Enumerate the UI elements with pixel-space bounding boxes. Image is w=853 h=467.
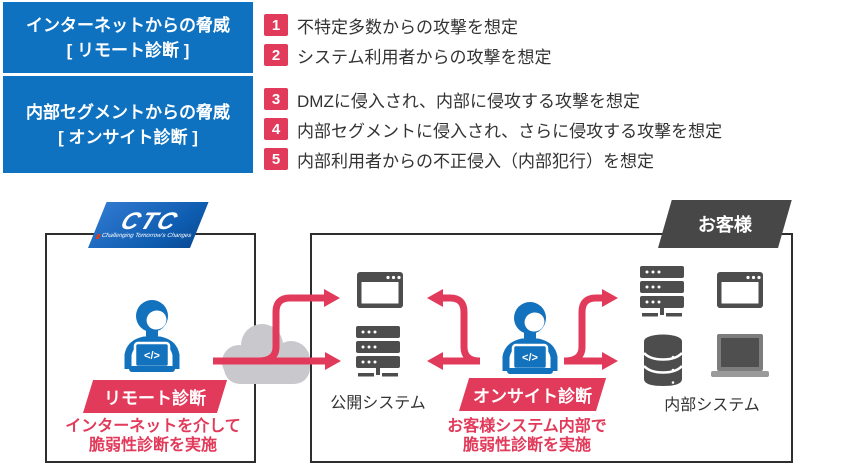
item-text: 内部利用者からの不正侵入（内部犯行）を想定 [297, 151, 654, 171]
list-item: 4 内部セグメントに侵入され、さらに侵攻する攻撃を想定 [264, 117, 722, 141]
internal-system-label: 内部システム [664, 397, 760, 414]
list-item: 2 システム利用者からの攻撃を想定 [264, 43, 552, 67]
threat-box-internet: インターネットからの脅威 [ リモート診断 ] [3, 2, 253, 73]
item-number-badge: 3 [264, 88, 288, 110]
list-item: 1 不特定多数からの攻撃を想定 [264, 13, 518, 37]
remote-diagnosis-ribbon: リモート診断 [83, 380, 228, 413]
remote-diagnosis-label: リモート診断 [104, 389, 207, 408]
onsite-diagnosis-ribbon: オンサイト診断 [459, 378, 607, 411]
ctc-logo-text: CTC [116, 207, 184, 235]
item-text: システム利用者からの攻撃を想定 [297, 47, 552, 67]
ctc-tagline: Challenging Tomorrow's Changes [100, 232, 193, 239]
threat-box-internal-title: 内部セグメントからの脅威 [26, 102, 230, 122]
public-system-label: 公開システム [330, 395, 426, 412]
item-number-badge: 5 [264, 148, 288, 170]
item-number-badge: 1 [264, 14, 288, 36]
item-text: 不特定多数からの攻撃を想定 [297, 17, 518, 37]
item-number-badge: 4 [264, 118, 288, 140]
customer-tab-label: お客様 [697, 215, 752, 235]
item-text: 内部セグメントに侵入され、さらに侵攻する攻撃を想定 [297, 121, 723, 141]
threat-box-internal-subtitle: [ オンサイト診断 ] [58, 127, 198, 147]
ctc-logo: CTC Challenging Tomorrow's Changes [88, 202, 209, 248]
threat-box-internal-segment: 内部セグメントからの脅威 [ オンサイト診断 ] [3, 76, 253, 173]
item-number-badge: 2 [264, 44, 288, 66]
remote-caption-line1: インターネットを介して [65, 418, 241, 435]
onsite-diagnosis-label: オンサイト診断 [473, 387, 593, 406]
list-item: 3 DMZに侵入され、内部に侵攻する攻撃を想定 [264, 87, 640, 111]
threat-box-internet-subtitle: [ リモート診断 ] [66, 40, 190, 60]
onsite-caption-line1: お客様システム内部で [447, 418, 607, 435]
threat-box-internet-title: インターネットからの脅威 [26, 15, 230, 35]
item-text: DMZに侵入され、内部に侵攻する攻撃を想定 [297, 91, 640, 111]
remote-caption-line2: 脆弱性診断を実施 [88, 437, 217, 454]
onsite-caption: お客様システム内部で 脆弱性診断を実施 [427, 417, 627, 455]
remote-caption: インターネットを介して 脆弱性診断を実施 [53, 417, 253, 455]
list-item: 5 内部利用者からの不正侵入（内部犯行）を想定 [264, 147, 654, 171]
onsite-caption-line2: 脆弱性診断を実施 [462, 437, 591, 454]
customer-tab: お客様 [658, 200, 792, 248]
